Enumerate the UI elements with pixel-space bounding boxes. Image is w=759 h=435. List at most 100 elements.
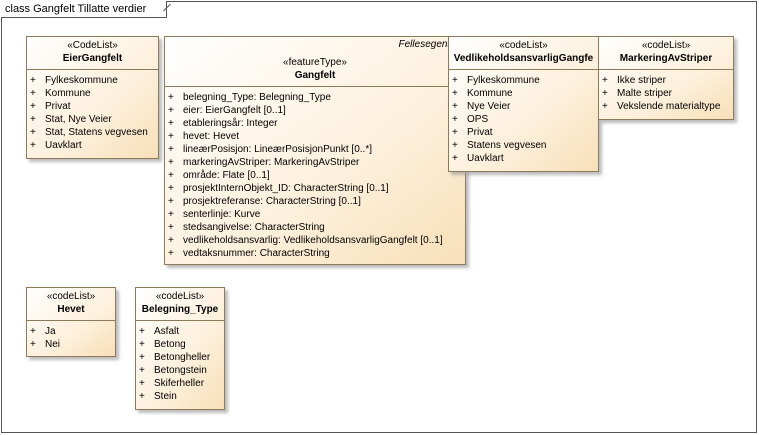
public-visibility-marker: + [139,391,145,402]
class-eiergangfelt[interactable]: «CodeList» EierGangfelt +Fylkeskommune+K… [26,36,159,159]
class-belegning-type[interactable]: «codeList» Belegning_Type +Asfalt+Betong… [135,287,225,410]
public-visibility-marker: + [30,88,36,99]
public-visibility-marker: + [602,88,608,99]
attribute-item: + lineærPosisjon: LineærPosisjonPunkt [0.… [165,143,465,156]
attribute-item: + Betongheller [136,351,224,364]
class-name: MarkeringAvStriper [619,53,713,64]
class-markeringavstriper[interactable]: «codeList» MarkeringAvStriper + Ikke stri… [598,36,734,120]
attribute-item: +Ja [27,325,115,338]
attribute-item: + vedlikeholdsansvarlig: Vedlikeholdsansv… [165,234,465,247]
public-visibility-marker: + [139,352,145,363]
public-visibility-marker: + [452,140,458,151]
public-visibility-marker: + [168,105,174,116]
attribute-item: +stedsangivelse: CharacterString [165,221,465,234]
attribute-item: +hevet: Hevet [165,130,465,143]
attribute-item: +Betong [136,338,224,351]
attribute-text: etableringsår: Integer [183,118,278,129]
attribute-list: +Asfalt+Betong+Betongheller+Betongstein+… [136,321,224,403]
attribute-text: Stein [154,391,177,402]
public-visibility-marker: + [452,127,458,138]
attribute-text: belegning_Type: Belegning_Type [183,92,331,103]
attribute-item: +eier: EierGangfelt [0..1] [165,104,465,117]
public-visibility-marker: + [168,235,174,246]
public-visibility-marker: + [139,339,145,350]
public-visibility-marker: + [168,183,174,194]
public-visibility-marker: + [30,101,36,112]
attribute-text: Kommune [467,88,513,99]
public-visibility-marker: + [168,144,174,155]
attribute-list: +Fylkeskommune+Kommune+Privat+Stat, Nye … [27,70,158,152]
class-name: Belegning_Type [141,304,219,315]
attribute-item: + Stein [136,390,224,403]
attribute-item: + Malte striper [599,87,733,100]
public-visibility-marker: + [139,326,145,337]
attribute-item: + Uavklart [27,139,158,152]
public-visibility-marker: + [168,196,174,207]
attribute-text: Vekslende materialtype [617,101,721,112]
public-visibility-marker: + [168,118,174,129]
public-visibility-marker: + [602,75,608,86]
public-visibility-marker: + [30,75,36,86]
attribute-item: +område: Flate [0..1] [165,169,465,182]
public-visibility-marker: + [452,101,458,112]
public-visibility-marker: + [168,170,174,181]
attribute-text: Malte striper [617,88,673,99]
attribute-text: Uavklart [467,153,504,164]
package-label: Fellesegenska [398,39,463,50]
attribute-item: + Ikke striper [599,74,733,87]
class-stereotype: «codeList» [641,40,691,51]
attribute-text: senterlinje: Kurve [183,209,261,220]
attribute-list: +Ja+Nei [27,321,115,351]
attribute-item: +Nei [27,338,115,351]
class-name: Gangfelt [294,70,336,81]
class-name: VedlikeholdsansvarligGangfe [453,53,594,64]
attribute-item: + Kommune [449,87,598,100]
attribute-text: Stat, Nye Veier [45,114,112,125]
frame-title: class Gangfelt Tillatte verdier [1,1,168,18]
attribute-item: + Fylkeskommune [449,74,598,87]
attribute-item: + belegning_Type: Belegning_Type [165,91,465,104]
class-gangfelt[interactable]: Fellesegenska «featureType» Gangfelt +be… [164,36,466,265]
attribute-text: lineærPosisjon: LineærPosisjonPunkt [0..… [183,144,372,155]
attribute-text: Nye Veier [467,101,511,112]
class-vedlikeholdsansvarliggangfelt[interactable]: «codeList» VedlikeholdsansvarligGangfe +… [448,36,599,172]
attribute-text: vedtaksnummer: CharacterString [183,248,330,259]
attribute-item: +senterlinje: Kurve [165,208,465,221]
public-visibility-marker: + [602,101,608,112]
attribute-text: Fylkeskommune [467,75,540,86]
attribute-text: Betongstein [154,365,207,376]
attribute-item: +Fylkeskommune [27,74,158,87]
class-name: Hevet [57,304,85,315]
public-visibility-marker: + [452,88,458,99]
attribute-item: +Kommune [27,87,158,100]
public-visibility-marker: + [168,131,174,142]
public-visibility-marker: + [139,365,145,376]
public-visibility-marker: + [452,153,458,164]
attribute-item: + vedtaksnummer: CharacterString [165,247,465,260]
attribute-text: Betongheller [154,352,211,363]
attribute-text: vedlikeholdsansvarlig: Vedlikeholdsansva… [183,235,443,246]
attribute-text: Ikke striper [617,75,666,86]
attribute-item: + Betongstein [136,364,224,377]
attribute-text: OPS [467,114,489,125]
class-header: «codeList» Belegning_Type [136,288,224,321]
attribute-text: Nei [45,339,61,350]
public-visibility-marker: + [452,75,458,86]
attribute-text: Privat [45,101,71,112]
attribute-item: +Stat, Statens vegvesen [27,126,158,139]
attribute-item: + Nye Veier [449,100,598,113]
attribute-item: + OPS [449,113,598,126]
attribute-text: Uavklart [45,140,82,151]
public-visibility-marker: + [168,248,174,259]
public-visibility-marker: + [30,140,36,151]
public-visibility-marker: + [168,92,174,103]
attribute-text: Privat [467,127,493,138]
class-name: EierGangfelt [62,53,123,64]
public-visibility-marker: + [30,326,36,337]
public-visibility-marker: + [452,114,458,125]
class-hevet[interactable]: «codeList» Hevet +Ja+Nei [26,287,116,357]
attribute-item: +Skiferheller [136,377,224,390]
attribute-text: Stat, Statens vegvesen [45,127,148,138]
attribute-item: +markeringAvStriper: MarkeringAvStriper [165,156,465,169]
